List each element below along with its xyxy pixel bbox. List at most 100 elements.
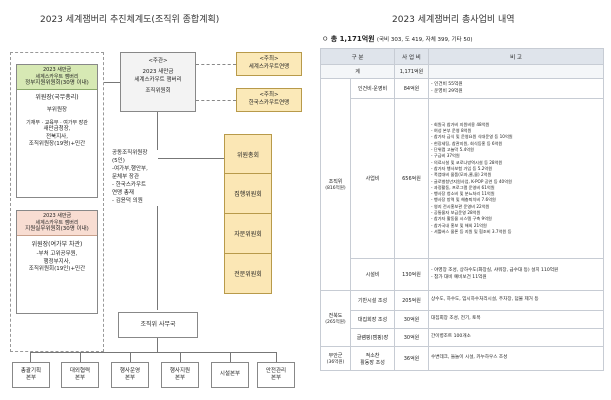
glamping-name: 글램핑(캠핑)장 xyxy=(350,328,395,347)
note-line: - 회원국 참가비 지원비용 48억원 xyxy=(431,121,490,127)
note-line: - 인건비 55억원 xyxy=(431,81,463,87)
infra-name: 기반시설 조성 xyxy=(350,290,395,311)
dept-label: 본부 xyxy=(124,375,136,381)
budget-table: 구 분 사 업 비 비 고 계 1,171억원 조직위 (816억원) 인건비·… xyxy=(320,48,604,371)
activity-amount: 36억원 xyxy=(394,346,429,371)
note-line: - 구급비 37억원 xyxy=(431,153,460,159)
gov-committee-header: 2023 새만금 세계스카우트 잼버리 정부지원위원회(30명 이내) xyxy=(17,65,97,91)
members: 새만금청장, xyxy=(43,126,71,133)
infra-amount: 205억원 xyxy=(394,290,429,311)
co-chair-title: 공동조직위원장 xyxy=(112,150,148,156)
personnel-notes: - 인건비 55억원 - 운영비 29억원 xyxy=(428,78,604,99)
business-name: 사업비 xyxy=(350,98,395,259)
header-line: 세계스카우트 잼버리 xyxy=(35,219,79,226)
business-amount: 656억원 xyxy=(394,98,429,259)
note-line: - 참가자 활동물 시스템 구축 9억원 xyxy=(431,216,492,222)
group-label: 부안군 xyxy=(328,353,343,359)
personnel-name: 인건비·운영비 xyxy=(350,78,395,99)
dept-label: 본부 xyxy=(25,375,37,381)
group-sub: (265억원) xyxy=(325,320,346,325)
note-line: - 셔틀버스 물론 등 지원 및 협조비 3.7억원 등 xyxy=(431,228,512,234)
dept-label: 본부 xyxy=(270,375,282,381)
support-committee-header: 2023 새만금 세계스카우트 잼버리 지원실무위원회(30명 이내) xyxy=(17,211,97,237)
chair-title: 위원장(여가부 차관) xyxy=(31,241,83,249)
org-group-cell: 조직위 (816억원) xyxy=(320,78,351,291)
total-detail: (국비 303, 도 419, 자체 399, 기타 50) xyxy=(376,37,473,43)
flood-amount: 30억원 xyxy=(394,310,429,329)
dept-facilities: 시설본부 xyxy=(211,362,249,388)
co-chair-member: -여가부,행안부, xyxy=(112,165,148,172)
co-chair-member: - 한국스카우트 xyxy=(112,181,147,188)
header-line: 2023 새만금 xyxy=(42,213,72,219)
activity-note: 수변데크, 들놀이 시설, 카누하우스 조성 xyxy=(428,346,604,371)
vice-chair: 부위원장 xyxy=(46,107,68,114)
host-label: <주최> xyxy=(259,92,279,98)
host-line: 조직위원회 xyxy=(145,88,171,95)
co-chair-member: - 김윤덕 의원 xyxy=(112,197,143,204)
host-line: 2023 새만금 xyxy=(142,69,174,76)
co-chair-member: 문체부 장관 xyxy=(112,173,140,180)
note-line: - 과정활동, 프로그램 운영비 61억원 xyxy=(431,184,495,190)
facility-notes: - 야영장 조성, 상하수도(화장실, 샤워장, 급수대 등) 설치 110억원… xyxy=(428,258,604,291)
note-line: - 참가 대비 예비보건 11억원 xyxy=(431,274,487,280)
note-line: - 행사장 방역 및 해충퇴치비 7.6억원 xyxy=(431,197,496,203)
header-line: 2023 새만금 xyxy=(42,67,72,73)
header-line: 세계스카우트 잼버리 xyxy=(35,73,79,80)
activity-name: 적소찬 활동장 조성 xyxy=(350,346,395,371)
note-line: - 현장세팅, 참관지원, 회식등홍 등 6억원 xyxy=(431,140,503,146)
co-chair-count: (5인) xyxy=(112,157,125,164)
members: 조직위원장(19명)+민간 xyxy=(28,141,86,148)
col-header-notes: 비 고 xyxy=(428,48,604,65)
bullet-icon: ㅇ xyxy=(322,35,329,43)
dept-label: 본부 xyxy=(174,375,186,381)
note-line: - 행사장 청소비 및 분뇨처리 11억원 xyxy=(431,191,495,197)
note-line: - 참가자 행사보험 가입 등 5.2억원 xyxy=(431,165,493,171)
glamping-amount: 30억원 xyxy=(394,328,429,347)
total-row-amount: 1,171억원 xyxy=(394,64,429,79)
support-working-committee: 2023 새만금 세계스카우트 잼버리 지원실무위원회(30명 이내) 위원장(… xyxy=(16,210,98,314)
total-summary: ㅇ 총 1,171억원 (국비 303, 도 419, 자체 399, 기타 5… xyxy=(322,34,473,44)
host-ksa-box: <주최> 한국스카우트연맹 xyxy=(236,88,302,112)
forest-group-cell: 부안군 (36억원) xyxy=(320,346,351,371)
members: 조직위원회(19인)+민간 xyxy=(28,266,86,273)
host-name: 세계스카우트연맹 xyxy=(248,63,290,70)
dept-label: 본부 xyxy=(74,375,86,381)
business-notes: - 회원국 참가비 지원비용 48억원 - 여성 본부 운영 8억원 - 참가자… xyxy=(428,98,604,259)
executive-committee-box: 집행위원회 xyxy=(224,174,272,214)
facility-name: 시설비 xyxy=(350,258,395,291)
total-label: 총 1,171억원 xyxy=(330,35,375,43)
header-line: 정부지원위원회(30명 이내) xyxy=(25,80,89,86)
expert-committee-box: 전문위원회 xyxy=(224,254,272,294)
group-label: 조직위 xyxy=(328,179,343,185)
group-sub: (816억원) xyxy=(325,186,346,191)
note-line: - 참가국내 홍보 및 해외 21억원 xyxy=(431,222,487,228)
members: 기재부 · 교육부 · 여가부 장관 xyxy=(26,119,88,126)
general-assembly-box: 위원총회 xyxy=(224,134,272,174)
budget-title: 2023 세계잼버리 총사업비 내역 xyxy=(392,15,515,25)
total-row-label: 계 xyxy=(320,64,395,79)
dept-label: 대외협력 xyxy=(69,367,91,374)
infra-note: 상수도, 하수도, 임시하수처리시설, 주차장, 덤불 제거 등 xyxy=(428,290,604,311)
org-chart-title: 2023 세계잼버리 추진체계도(조직위 종합계획) xyxy=(40,15,220,25)
members: -부처 고위공무원, xyxy=(36,251,78,258)
note-line: - 참가자 급식 및 운영요원 식대운영 등 10억원 xyxy=(431,134,513,140)
dept-label: 행사운영 xyxy=(119,367,141,374)
host-wosm-box: <주최> 세계스카우트연맹 xyxy=(236,52,302,76)
note-line: - 폭염대비 물품(모자,쿨,물) 2억원 xyxy=(431,172,492,178)
note-line: - 단위캠 고늘막 5.4억원 xyxy=(431,147,474,153)
host-name: 한국스카우트연맹 xyxy=(248,99,290,106)
secretariat-box: 조직위 사무국 xyxy=(118,312,198,338)
jeonbuk-group-cell: 전북도 (265억원) xyxy=(320,290,351,347)
note-line: - 영지 전시홍보관 운영비 22억원 xyxy=(431,203,490,209)
chair-title: 위원장(국무총리) xyxy=(35,94,79,102)
glamping-note: 간이병조트 100개소 xyxy=(428,328,604,347)
dept-label: 행사지원 xyxy=(169,367,191,374)
col-header-category: 구 분 xyxy=(320,48,395,65)
note-line: - 운영비 29억원 xyxy=(431,88,463,94)
members: 전북지사, xyxy=(46,133,68,140)
co-chair-member: 연맹 총재 xyxy=(112,189,134,196)
host-line: 세계스카우트 잼버리 xyxy=(134,76,182,83)
